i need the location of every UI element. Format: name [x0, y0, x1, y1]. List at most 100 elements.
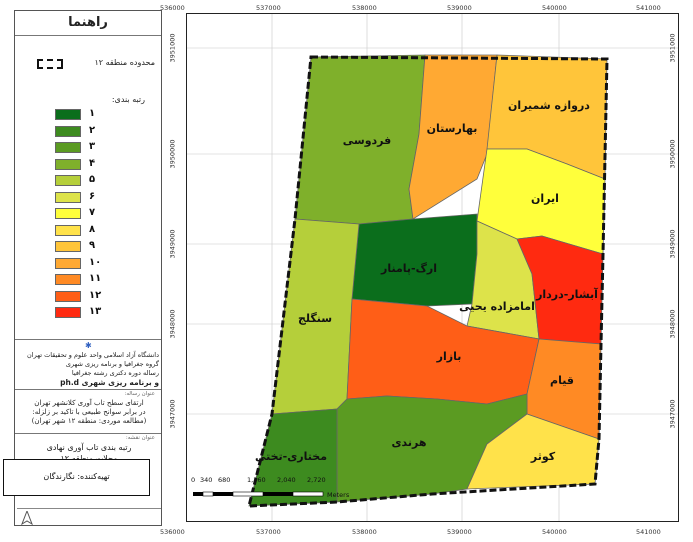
legend-class-label: ۱۳	[89, 306, 102, 317]
label-qiam: قیام	[550, 374, 574, 387]
institution-line: رساله دوره دکتری رشته جغرافیا	[71, 369, 159, 377]
y-tick-right: 3947000	[668, 399, 677, 429]
label-ferdowsi: فردوسی	[343, 134, 391, 147]
label-bazar: بازار	[436, 350, 462, 363]
district-boundary	[247, 55, 609, 508]
legend-swatch	[55, 109, 81, 120]
label-emamzadeh-yahya: امامزاده یحیی	[459, 300, 535, 313]
legend-class-label: ۵	[89, 174, 96, 185]
scale-label: 340	[200, 476, 213, 484]
y-tick-left: 3947000	[168, 399, 177, 429]
legend-divider	[15, 433, 161, 434]
legend-class-label: ۳	[89, 141, 96, 152]
boundary-label: محدوده منطقه ۱۲	[94, 58, 155, 67]
institution-line: و برنامه ریزی شهری ph.d	[60, 378, 159, 387]
legend-class-label: ۶	[89, 190, 96, 202]
scale-label: 0	[191, 476, 196, 484]
ranking-title: رتبه بندی:	[111, 95, 145, 104]
legend-class-label: ۴	[89, 157, 96, 169]
legend-class-label: ۱	[89, 108, 96, 119]
map-title-line: رتبه بندی تاب آوری نهادی	[46, 443, 132, 452]
y-tick-left: 3951000	[168, 33, 177, 63]
legend-class-label: ۷	[89, 207, 96, 218]
y-tick-left: 3948000	[168, 309, 177, 339]
thesis-line: (مطالعه موردی: منطقه ۱۲ شهر تهران)	[31, 417, 147, 425]
legend-swatch	[55, 307, 81, 318]
north-arrow-icon	[21, 509, 33, 526]
y-tick-left: 3949000	[168, 229, 177, 259]
label-iran: ایران	[531, 192, 559, 205]
legend-swatch	[55, 158, 81, 170]
preparer-box: تهیه‌کننده: نگارندگان	[3, 459, 150, 496]
legend-divider	[15, 35, 161, 36]
x-tick-top: 537000	[256, 4, 281, 12]
x-tick-bottom: 541000	[636, 528, 661, 536]
label-kowsar: کوثر	[530, 450, 556, 463]
label-abshar-dardar: آبشار-دردار	[535, 287, 598, 301]
label-baharestan: بهارستان	[427, 122, 478, 135]
legend-title: راهنما	[68, 15, 108, 30]
legend-swatch	[55, 224, 81, 236]
legend-swatch	[55, 274, 81, 285]
scale-bar	[193, 491, 324, 497]
legend-swatch	[55, 191, 81, 203]
thesis-caption: عنوان رساله:	[124, 391, 155, 397]
preparer-label: تهیه‌کننده: نگارندگان	[43, 472, 110, 481]
university-logo-icon: ✱	[85, 341, 92, 350]
map-frame: فردوسی بهارستان دروازه شمیران ایران ارگ-…	[186, 13, 679, 522]
y-tick-right: 3949000	[668, 229, 677, 259]
label-sangelaj: سنگلج	[298, 312, 332, 325]
y-tick-right: 3951000	[668, 33, 677, 63]
legend-footer	[17, 508, 161, 526]
map-caption: عنوان نقشه:	[125, 435, 155, 441]
legend-swatch	[55, 208, 81, 219]
scale-label: 1,360	[247, 476, 266, 484]
label-harandi: هرندی	[391, 436, 426, 449]
legend-swatch	[55, 125, 81, 137]
institution-line: دانشگاه آزاد اسلامی واحد علوم و تحقیقات …	[27, 351, 159, 359]
x-tick-top: 538000	[352, 4, 377, 12]
y-tick-right: 3950000	[668, 139, 677, 169]
neighborhood-mokhtari-takhti[interactable]	[248, 408, 338, 507]
x-tick-top: 541000	[636, 4, 661, 12]
legend-swatch	[55, 175, 81, 186]
y-tick-right: 3948000	[668, 309, 677, 339]
x-tick-bottom: 538000	[352, 528, 377, 536]
x-tick-bottom: 536000	[160, 528, 185, 536]
scale-label: 2,720	[307, 476, 326, 484]
scale-label: 2,040	[277, 476, 296, 484]
x-tick-bottom: 539000	[447, 528, 472, 536]
legend-class-label: ۸	[89, 223, 96, 235]
legend-class-label: ۱۲	[89, 289, 102, 301]
label-arg-pamenar: ارگ-پامنار	[380, 261, 437, 275]
legend-class-label: ۱۱	[89, 273, 102, 284]
label-mokhtari-takhti: مختاری-تختی	[255, 450, 327, 463]
legend-class-label: ۹	[89, 240, 96, 251]
institution-block: دانشگاه آزاد اسلامی واحد علوم و تحقیقات …	[19, 351, 159, 387]
thesis-line: ارتقای سطح تاب آوری کلانشهر تهران	[34, 399, 144, 407]
boundary-symbol	[37, 59, 63, 69]
scale-label: 680	[218, 476, 231, 484]
legend-divider	[15, 339, 161, 340]
x-tick-bottom: 537000	[256, 528, 281, 536]
neighborhood-arg-pamenar[interactable]	[351, 213, 478, 307]
scale-unit: Meters	[327, 491, 350, 499]
legend-swatch	[55, 142, 81, 153]
map-canvas: فردوسی بهارستان دروازه شمیران ایران ارگ-…	[187, 14, 678, 521]
y-tick-left: 3950000	[168, 139, 177, 169]
x-tick-top: 540000	[542, 4, 567, 12]
institution-line: گروه جغرافیا و برنامه ریزی شهری	[65, 360, 159, 368]
legend-swatch	[55, 290, 81, 302]
x-tick-bottom: 540000	[542, 528, 567, 536]
map-title-line: محلات منطقه ۱۲	[19, 453, 159, 464]
x-tick-top: 536000	[160, 4, 185, 12]
boundary-legend-entry: محدوده منطقه ۱۲	[37, 57, 157, 73]
legend-divider	[15, 389, 161, 390]
map-title: رتبه بندی تاب آوری نهادی محلات منطقه ۱۲	[19, 442, 159, 464]
label-darvazeh-shemiran: دروازه شمیران	[508, 99, 590, 112]
x-tick-top: 539000	[447, 4, 472, 12]
thesis-line: در برابر سوانح طبیعی با تاکید بر زلزله:	[32, 408, 146, 416]
legend-swatch	[55, 241, 81, 252]
